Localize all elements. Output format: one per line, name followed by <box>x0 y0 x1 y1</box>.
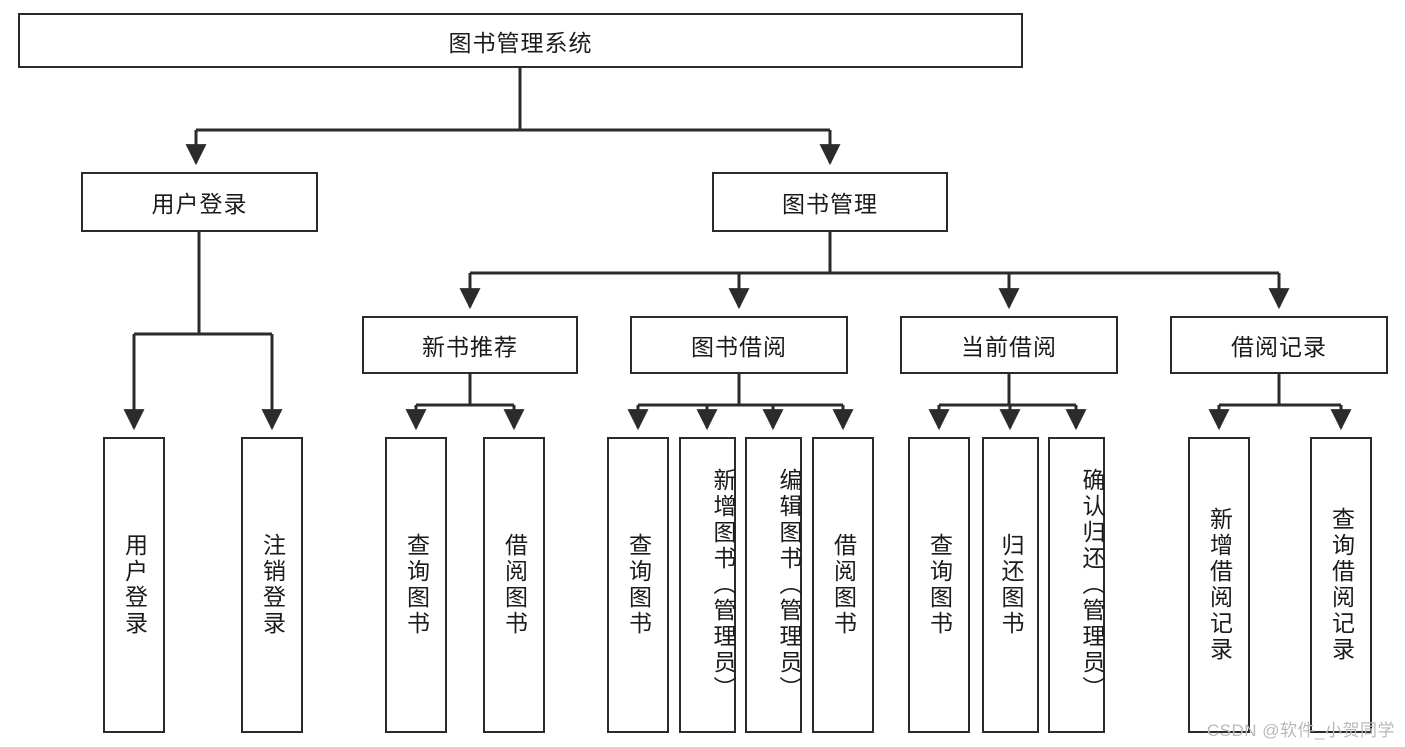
leaf-user-login[interactable]: 用户登录 <box>103 437 165 733</box>
leaf-user-login-label: 用户登录 <box>121 533 148 637</box>
leaf-borrow-book[interactable]: 借阅图书 <box>812 437 874 733</box>
node-user-login[interactable]: 用户登录 <box>81 172 318 232</box>
leaf-confirm-return-admin[interactable]: 确认归还（管理员） <box>1048 437 1105 733</box>
leaf-add-book-admin[interactable]: 新增图书（管理员） <box>679 437 736 733</box>
leaf-return-book-label: 归还图书 <box>998 533 1024 637</box>
node-book-borrow[interactable]: 图书借阅 <box>630 316 848 374</box>
leaf-borrow-book-label: 借阅图书 <box>830 533 857 637</box>
leaf-add-borrow-record[interactable]: 新增借阅记录 <box>1188 437 1250 733</box>
leaf-add-book-admin-label: 新增图书（管理员） <box>710 468 736 702</box>
leaf-edit-book-admin-label: 编辑图书（管理员） <box>776 468 802 702</box>
leaf-add-borrow-record-label: 新增借阅记录 <box>1206 507 1233 663</box>
leaf-query-book-borrow[interactable]: 查询图书 <box>607 437 669 733</box>
node-borrow-record-label: 借阅记录 <box>1231 334 1327 360</box>
node-user-login-label: 用户登录 <box>151 191 248 217</box>
leaf-edit-book-admin[interactable]: 编辑图书（管理员） <box>745 437 802 733</box>
leaf-query-book-borrow-label: 查询图书 <box>625 533 652 637</box>
leaf-return-book[interactable]: 归还图书 <box>982 437 1039 733</box>
node-current-borrow-label: 当前借阅 <box>961 334 1057 360</box>
node-new-book-recommend-label: 新书推荐 <box>422 334 518 360</box>
leaf-query-book-recommend[interactable]: 查询图书 <box>385 437 447 733</box>
leaf-query-borrow-record-label: 查询借阅记录 <box>1328 507 1355 663</box>
leaf-logout-label: 注销登录 <box>259 533 286 637</box>
node-current-borrow[interactable]: 当前借阅 <box>900 316 1118 374</box>
node-book-management-label: 图书管理 <box>782 191 878 217</box>
node-borrow-record[interactable]: 借阅记录 <box>1170 316 1388 374</box>
leaf-confirm-return-admin-label: 确认归还（管理员） <box>1079 468 1105 702</box>
node-root[interactable]: 图书管理系统 <box>18 13 1023 68</box>
leaf-query-borrow-record[interactable]: 查询借阅记录 <box>1310 437 1372 733</box>
node-root-label: 图书管理系统 <box>448 29 593 56</box>
leaf-borrow-book-recommend-label: 借阅图书 <box>501 533 528 637</box>
leaf-query-book-current[interactable]: 查询图书 <box>908 437 970 733</box>
node-book-borrow-label: 图书借阅 <box>691 334 787 360</box>
leaf-borrow-book-recommend[interactable]: 借阅图书 <box>483 437 545 733</box>
node-new-book-recommend[interactable]: 新书推荐 <box>362 316 578 374</box>
leaf-query-book-current-label: 查询图书 <box>926 533 953 637</box>
watermark: CSDN @软件_小贺同学 <box>1206 721 1395 740</box>
leaf-logout[interactable]: 注销登录 <box>241 437 303 733</box>
leaf-query-book-recommend-label: 查询图书 <box>403 533 430 637</box>
node-book-management[interactable]: 图书管理 <box>712 172 948 232</box>
